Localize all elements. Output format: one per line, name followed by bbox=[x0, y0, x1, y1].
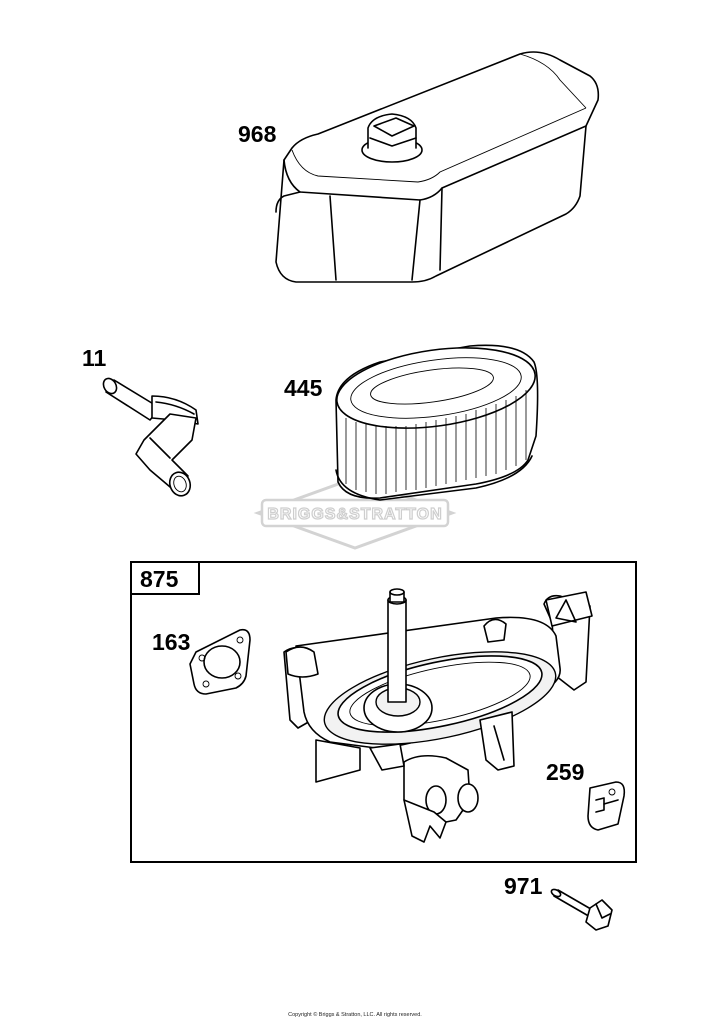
air-filter-cartridge-icon[interactable] bbox=[332, 336, 541, 501]
screw-icon[interactable] bbox=[550, 888, 613, 931]
air-cleaner-cover-icon[interactable] bbox=[275, 51, 600, 283]
label-875: 875 bbox=[140, 566, 179, 592]
label-968: 968 bbox=[238, 121, 277, 147]
filter-pleats bbox=[345, 390, 527, 494]
label-163: 163 bbox=[152, 629, 190, 655]
label-971: 971 bbox=[504, 873, 543, 899]
watermark-text: BRIGGS&STRATTON bbox=[267, 506, 442, 523]
label-11: 11 bbox=[82, 345, 107, 371]
air-cleaner-base-icon[interactable] bbox=[283, 588, 593, 843]
label-445: 445 bbox=[284, 375, 323, 401]
label-259: 259 bbox=[546, 759, 584, 785]
gasket-icon[interactable] bbox=[189, 628, 251, 695]
assembly-875-frame bbox=[130, 561, 637, 863]
copyright-notice: Copyright © Briggs & Stratton, LLC. All … bbox=[288, 1012, 422, 1018]
clip-icon[interactable] bbox=[587, 781, 626, 831]
brand-watermark: BRIGGS&STRATTON bbox=[253, 476, 457, 550]
breather-tube-icon[interactable] bbox=[101, 376, 199, 499]
